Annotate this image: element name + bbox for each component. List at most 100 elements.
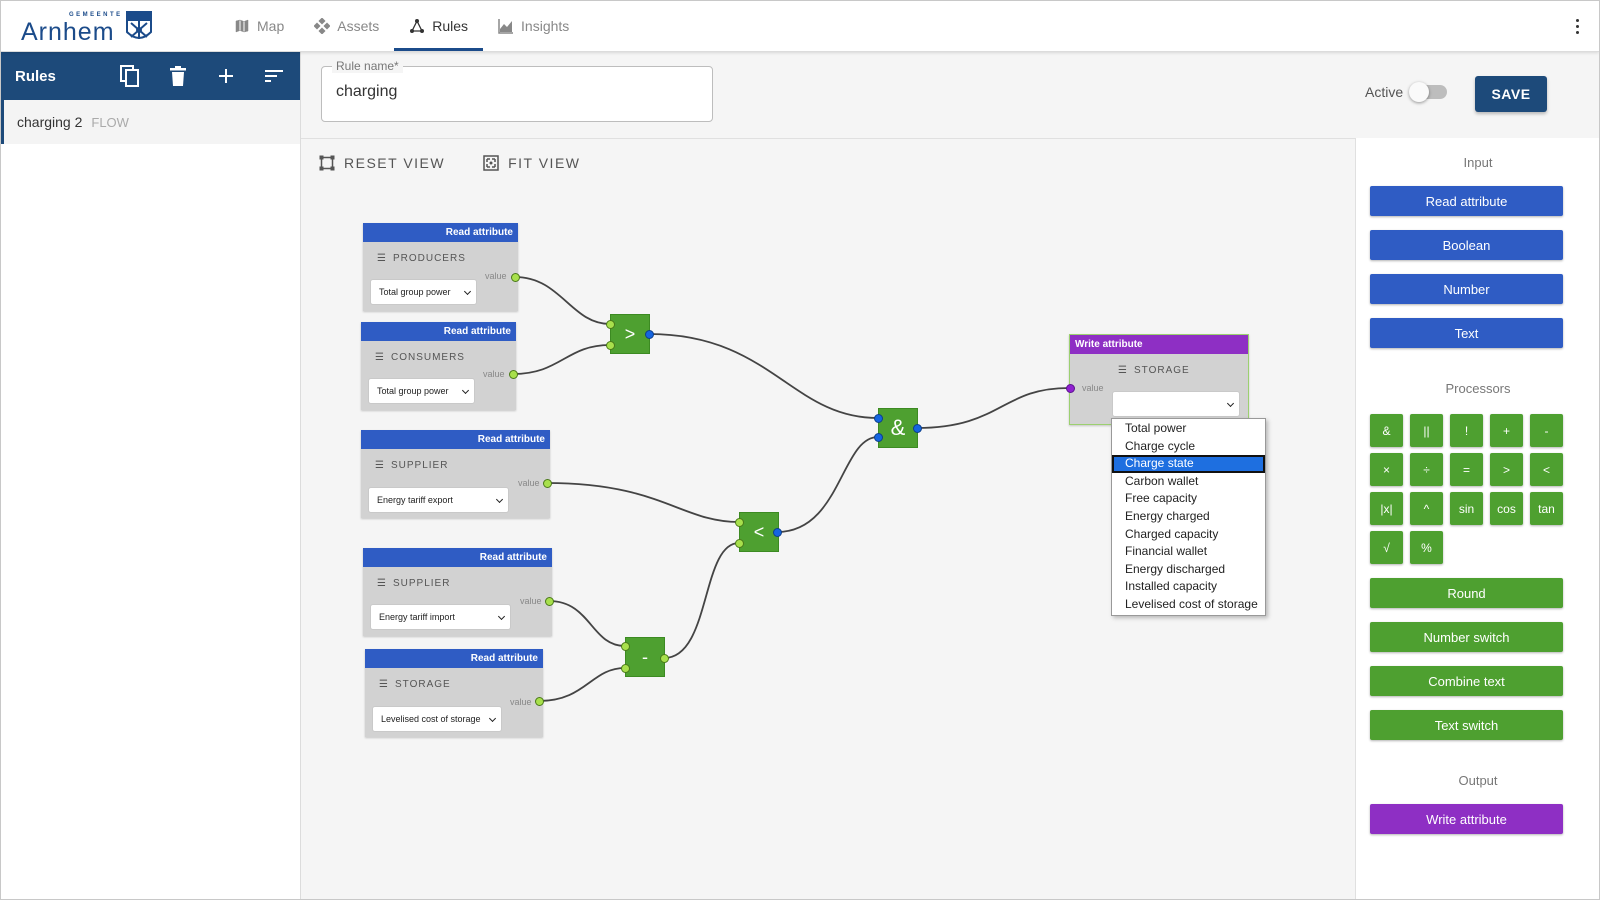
processor-percent[interactable]: %	[1410, 531, 1443, 564]
input-socket[interactable]	[606, 341, 615, 350]
input-socket[interactable]	[1066, 384, 1075, 393]
output-socket[interactable]	[545, 597, 554, 606]
more-menu-icon[interactable]	[1573, 15, 1581, 37]
output-socket[interactable]	[645, 330, 654, 339]
processor-or[interactable]: ||	[1410, 414, 1443, 447]
processor-less[interactable]: <	[1530, 453, 1563, 486]
write-attribute-node[interactable]: Write attribute ☰STORAGE value	[1069, 334, 1249, 425]
copy-rule-button[interactable]	[118, 64, 142, 88]
read-attribute-node[interactable]: Read attribute ☰SUPPLIER value Energy ta…	[361, 430, 550, 518]
value-label: value	[510, 697, 532, 707]
dropdown-option[interactable]: Carbon wallet	[1125, 473, 1199, 488]
processor-multiply[interactable]: ×	[1370, 453, 1403, 486]
dropdown-option[interactable]: Charge cycle	[1125, 438, 1196, 453]
attribute-select[interactable]: Energy tariff import	[370, 604, 511, 630]
add-rule-button[interactable]	[214, 64, 238, 88]
dropdown-option[interactable]: Financial wallet	[1125, 544, 1208, 559]
read-attribute-node[interactable]: Read attribute ☰STORAGE value Levelised …	[365, 649, 543, 737]
read-attribute-node[interactable]: Read attribute ☰CONSUMERS value Total gr…	[361, 322, 516, 410]
dropdown-option[interactable]: Free capacity	[1125, 491, 1198, 506]
palette-number-button[interactable]: Number	[1370, 274, 1563, 304]
fit-view-button[interactable]: FIT VIEW	[483, 155, 580, 171]
processor-cos[interactable]: cos	[1490, 492, 1523, 525]
processor-power[interactable]: ^	[1410, 492, 1443, 525]
palette-combine-text-button[interactable]: Combine text	[1370, 666, 1563, 696]
processor-not[interactable]: !	[1450, 414, 1483, 447]
wire	[916, 387, 1070, 429]
read-attribute-node[interactable]: Read attribute ☰PRODUCERS value Total gr…	[363, 223, 518, 311]
dropdown-option[interactable]: Total power	[1125, 421, 1187, 435]
palette-boolean-button[interactable]: Boolean	[1370, 230, 1563, 260]
output-socket[interactable]	[660, 654, 669, 663]
processor-subtract[interactable]: -	[1530, 414, 1563, 447]
palette-read-attribute-button[interactable]: Read attribute	[1370, 186, 1563, 216]
dropdown-option[interactable]: Levelised cost of storage	[1125, 596, 1258, 611]
save-button[interactable]: SAVE	[1475, 76, 1547, 112]
nav-map[interactable]: Map	[219, 1, 299, 51]
and-operator[interactable]: &	[878, 408, 918, 448]
sort-rules-button[interactable]	[262, 64, 286, 88]
attribute-select[interactable]: Levelised cost of storage	[372, 706, 502, 732]
palette-write-attribute-button[interactable]: Write attribute	[1370, 804, 1563, 834]
output-socket[interactable]	[535, 697, 544, 706]
attribute-dropdown-list[interactable]: Total power Charge cycle Charge state Ca…	[1111, 418, 1266, 616]
input-socket[interactable]	[735, 539, 744, 548]
delete-rule-button[interactable]	[166, 64, 190, 88]
node-asset: ☰SUPPLIER	[363, 567, 552, 589]
dropdown-option[interactable]: Energy discharged	[1125, 561, 1226, 576]
nav-rules[interactable]: Rules	[394, 1, 484, 51]
rules-sidebar: Rules charging 2 FLOW	[1, 52, 301, 899]
output-socket[interactable]	[773, 528, 782, 537]
dropdown-option[interactable]: Installed capacity	[1125, 579, 1218, 594]
processor-sin[interactable]: sin	[1450, 492, 1483, 525]
wire	[776, 436, 879, 533]
read-attribute-node[interactable]: Read attribute ☰SUPPLIER value Energy ta…	[363, 548, 552, 636]
processor-add[interactable]: +	[1490, 414, 1523, 447]
processor-sqrt[interactable]: √	[1370, 531, 1403, 564]
rule-list-item[interactable]: charging 2 FLOW	[1, 100, 300, 144]
output-section-title: Output	[1458, 773, 1498, 788]
processor-greater[interactable]: >	[1490, 453, 1523, 486]
palette-round-button[interactable]: Round	[1370, 578, 1563, 608]
input-socket[interactable]	[874, 433, 883, 442]
attribute-select[interactable]: Total group power	[370, 279, 477, 305]
input-socket[interactable]	[621, 642, 630, 651]
processor-divide[interactable]: ÷	[1410, 453, 1443, 486]
rule-name-input[interactable]	[336, 83, 696, 101]
attribute-select[interactable]: Energy tariff export	[368, 487, 509, 513]
dropdown-option[interactable]: Energy charged	[1125, 508, 1210, 523]
rule-type: FLOW	[91, 114, 129, 130]
output-socket[interactable]	[543, 479, 552, 488]
list-icon: ☰	[379, 679, 389, 690]
palette-text-switch-button[interactable]: Text switch	[1370, 710, 1563, 740]
processor-abs[interactable]: |x|	[1370, 492, 1403, 525]
dropdown-option[interactable]: Charged capacity	[1125, 526, 1219, 541]
output-socket[interactable]	[511, 273, 520, 282]
processor-equals[interactable]: =	[1450, 453, 1483, 486]
active-toggle[interactable]	[1409, 82, 1448, 102]
palette-text-button[interactable]: Text	[1370, 318, 1563, 348]
dropdown-option-selected[interactable]: Charge state	[1112, 455, 1265, 473]
output-socket[interactable]	[509, 370, 518, 379]
flow-canvas[interactable]: RESET VIEW FIT VIEW Read a	[301, 138, 1355, 899]
nav-assets[interactable]: Assets	[299, 1, 394, 51]
minus-operator[interactable]: -	[625, 637, 665, 677]
nav-insights[interactable]: Insights	[483, 1, 584, 51]
node-asset: ☰CONSUMERS	[361, 341, 516, 363]
reset-view-button[interactable]: RESET VIEW	[319, 155, 445, 171]
processor-and[interactable]: &	[1370, 414, 1403, 447]
logo[interactable]: GEMEENTE Arnhem	[21, 10, 156, 46]
processor-tan[interactable]: tan	[1530, 492, 1563, 525]
rule-name-field[interactable]: Rule name*	[321, 59, 713, 122]
greater-than-operator[interactable]: >	[610, 314, 650, 354]
palette-number-switch-button[interactable]: Number switch	[1370, 622, 1563, 652]
attribute-select[interactable]	[1112, 391, 1240, 417]
input-socket[interactable]	[874, 414, 883, 423]
wire	[512, 344, 611, 375]
attribute-select[interactable]: Total group power	[368, 378, 475, 404]
input-socket[interactable]	[606, 320, 615, 329]
output-socket[interactable]	[913, 424, 922, 433]
input-socket[interactable]	[735, 518, 744, 527]
input-socket[interactable]	[621, 664, 630, 673]
